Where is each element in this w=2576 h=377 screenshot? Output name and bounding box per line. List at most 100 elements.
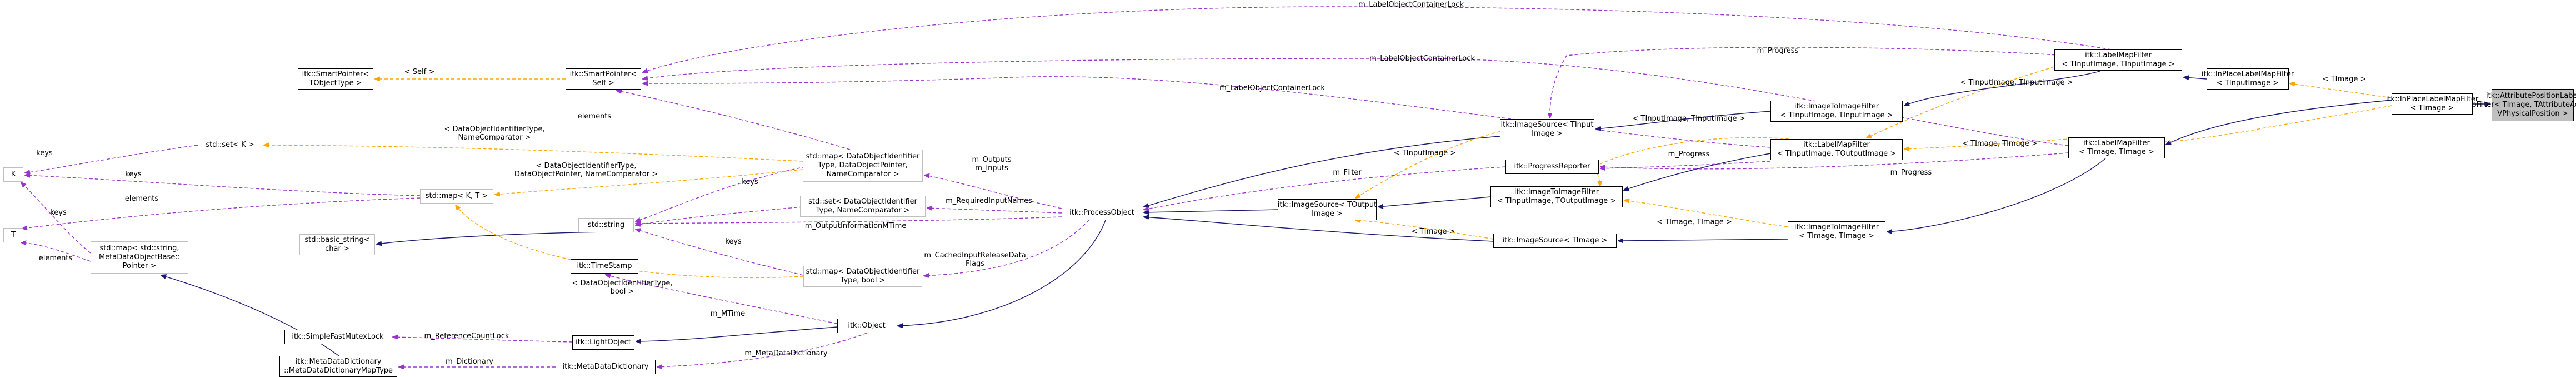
node-image-source-toutputimage[interactable]: itk::ImageSource< TOutput Image >	[1278, 199, 1377, 220]
edge-label: m_Progress	[1757, 47, 1799, 55]
edge-usage	[1600, 152, 2069, 170]
node-image-to-image-filter-generic[interactable]: itk::ImageToImageFilter < TInputImage, T…	[1490, 186, 1623, 207]
edge-template	[495, 169, 803, 195]
node-line: Pointer >	[122, 262, 157, 270]
node-set-dataobject-identifier[interactable]: std::set< DataObjectIdentifier Type, Nam…	[800, 196, 926, 217]
node-line: K	[11, 170, 16, 178]
node-line: itk::AttributePositionLabel	[2485, 92, 2576, 100]
edge-usage	[1550, 47, 2067, 118]
edge-label: elements	[38, 254, 73, 262]
edge-usage	[636, 229, 804, 276]
node-line: < TInputImage, TInputImage >	[2062, 60, 2175, 68]
node-progress-reporter[interactable]: itk::ProgressReporter	[1505, 160, 1599, 174]
node-std-string[interactable]: std::string	[578, 218, 634, 232]
edge-template	[456, 205, 804, 279]
node-line: std::map< DataObjectIdentifier	[806, 267, 920, 276]
node-inplace-label-map-filter-timage[interactable]: itk::InPlaceLabelMapFilter < TImage >	[2386, 93, 2478, 115]
node-map-string-metadata[interactable]: std::map< std::string, MetaDataObjectBas…	[91, 241, 188, 274]
node-attribute-position-label-map-filter[interactable]: itk::AttributePositionLabel MapFilter< T…	[2461, 89, 2576, 121]
node-line: std::set< K >	[206, 141, 254, 149]
node-line: TObjectType >	[309, 79, 362, 87]
edge-usage	[25, 145, 198, 173]
node-map-k-t[interactable]: std::map< K, T >	[420, 189, 493, 204]
edge-inherit	[898, 220, 1106, 326]
node-line: < TInputImage, TOutputImage >	[1777, 150, 1897, 158]
edge-usage	[657, 333, 867, 367]
node-set-k[interactable]: std::set< K >	[198, 138, 262, 152]
node-basic-string[interactable]: std::basic_string< char >	[299, 234, 375, 255]
node-image-source-timage[interactable]: itk::ImageSource< TImage >	[1493, 234, 1617, 248]
edge-label: keys	[742, 178, 758, 186]
node-label-map-filter-generic[interactable]: itk::LabelMapFilter < TInputImage, TOutp…	[1770, 139, 1903, 160]
node-process-object[interactable]: itk::ProcessObject	[1062, 206, 1142, 220]
node-line: < TInputImage, TInputImage >	[1780, 111, 1893, 120]
edge-label: < TImage, TImage >	[1657, 218, 1732, 226]
edge-label: m_Outputs m_Inputs	[972, 156, 1012, 172]
node-k[interactable]: K	[3, 167, 23, 182]
node-inplace-label-map-filter-tinputimage[interactable]: itk::InPlaceLabelMapFilter < TInputImage…	[2202, 68, 2294, 90]
node-line: Type, bool >	[840, 276, 886, 285]
node-object[interactable]: itk::Object	[837, 319, 896, 333]
edge-template	[1355, 130, 1506, 198]
node-image-to-image-filter-timage[interactable]: itk::ImageToImageFilter < TImage, TImage…	[1788, 221, 1885, 242]
node-line: itk::ImageToImageFilter	[1794, 102, 1879, 111]
edge-label: < DataObjectIdentifierType, bool >	[572, 279, 673, 296]
node-map-dataobject-bool[interactable]: std::map< DataObjectIdentifier Type, boo…	[803, 266, 922, 287]
node-line: itk::ImageSource< TImage >	[1502, 236, 1608, 245]
node-line: std::basic_string<	[304, 236, 370, 244]
node-metadata-dictionary[interactable]: itk::MetaDataDictionary	[556, 360, 656, 374]
edge-usage	[25, 175, 421, 196]
node-line: itk::ImageSource< TInput	[1500, 121, 1594, 129]
node-line: itk::ProgressReporter	[1514, 162, 1590, 171]
edge-inherit	[2166, 100, 2392, 145]
node-t[interactable]: T	[3, 228, 23, 242]
node-line: itk::TimeStamp	[577, 262, 632, 270]
node-line: T	[11, 231, 16, 239]
edge-label: < TInputImage >	[1393, 149, 1457, 157]
node-line: NameComparator >	[826, 170, 899, 178]
node-line: Type, NameComparator >	[816, 206, 910, 215]
edge-usage	[643, 6, 2112, 72]
edge-label: keys	[725, 237, 742, 246]
edge-label: m_CachedInputReleaseData Flags	[924, 251, 1026, 268]
edge-label: m_Progress	[1668, 150, 1710, 158]
edge-usage	[643, 76, 1771, 148]
node-line: ::MetaDataDictionaryMapType	[283, 366, 393, 375]
edge-template	[2290, 83, 2392, 98]
edge-label: m_OutputInformationMTime	[804, 222, 907, 230]
node-smart-pointer-generic[interactable]: itk::SmartPointer< TObjectType >	[298, 68, 373, 90]
edge-inherit	[1887, 158, 2106, 232]
edge-inherit	[1144, 136, 1500, 207]
node-line: itk::SmartPointer<	[569, 70, 637, 78]
node-line: < TInputImage >	[2216, 79, 2279, 87]
node-metadata-dictionary-map-type[interactable]: itk::MetaDataDictionary ::MetaDataDictio…	[279, 356, 397, 377]
node-simple-fast-mutex-lock[interactable]: itk::SimpleFastMutexLock	[284, 330, 391, 344]
edge-usage	[1600, 161, 1771, 168]
edge-template	[1624, 200, 1788, 227]
edge-label: < TInputImage, TInputImage >	[1960, 78, 2073, 87]
node-timestamp[interactable]: itk::TimeStamp	[571, 259, 638, 274]
node-line: itk::ImageToImageFilter	[1514, 188, 1599, 196]
edge-label: m_MetaDataDictionary	[744, 349, 828, 358]
edge-inherit	[1144, 209, 1278, 212]
edge-label: m_MTime	[710, 310, 746, 318]
node-map-dataobject-pointer[interactable]: std::map< DataObjectIdentifier Type, Dat…	[803, 150, 923, 182]
node-smart-pointer-self[interactable]: itk::SmartPointer< Self >	[566, 68, 641, 90]
node-line: Type, DataObjectPointer,	[818, 161, 908, 170]
node-image-source-tinputimage[interactable]: itk::ImageSource< TInput Image >	[1500, 119, 1594, 140]
edge-label: keys	[125, 170, 142, 178]
node-line: std::set< DataObjectIdentifier	[808, 197, 917, 206]
node-line: char >	[325, 245, 349, 253]
node-line: std::string	[587, 221, 625, 229]
node-light-object[interactable]: itk::LightObject	[572, 335, 634, 350]
node-label-map-filter-tinput-tinput[interactable]: itk::LabelMapFilter < TInputImage, TInpu…	[2054, 49, 2182, 71]
node-line: Self >	[592, 79, 614, 87]
node-label-map-filter-timage[interactable]: itk::LabelMapFilter < TImage, TImage >	[2068, 137, 2165, 158]
node-line: itk::Object	[848, 321, 886, 330]
edge-label: < TImage >	[1411, 227, 1455, 236]
edge-label: < DataObjectIdentifierType, NameComparat…	[444, 125, 545, 142]
edge-label: < TImage >	[2322, 75, 2367, 83]
node-image-to-image-filter-tinput-tinput[interactable]: itk::ImageToImageFilter < TInputImage, T…	[1770, 101, 1903, 122]
edge-inherit	[1378, 196, 1491, 207]
